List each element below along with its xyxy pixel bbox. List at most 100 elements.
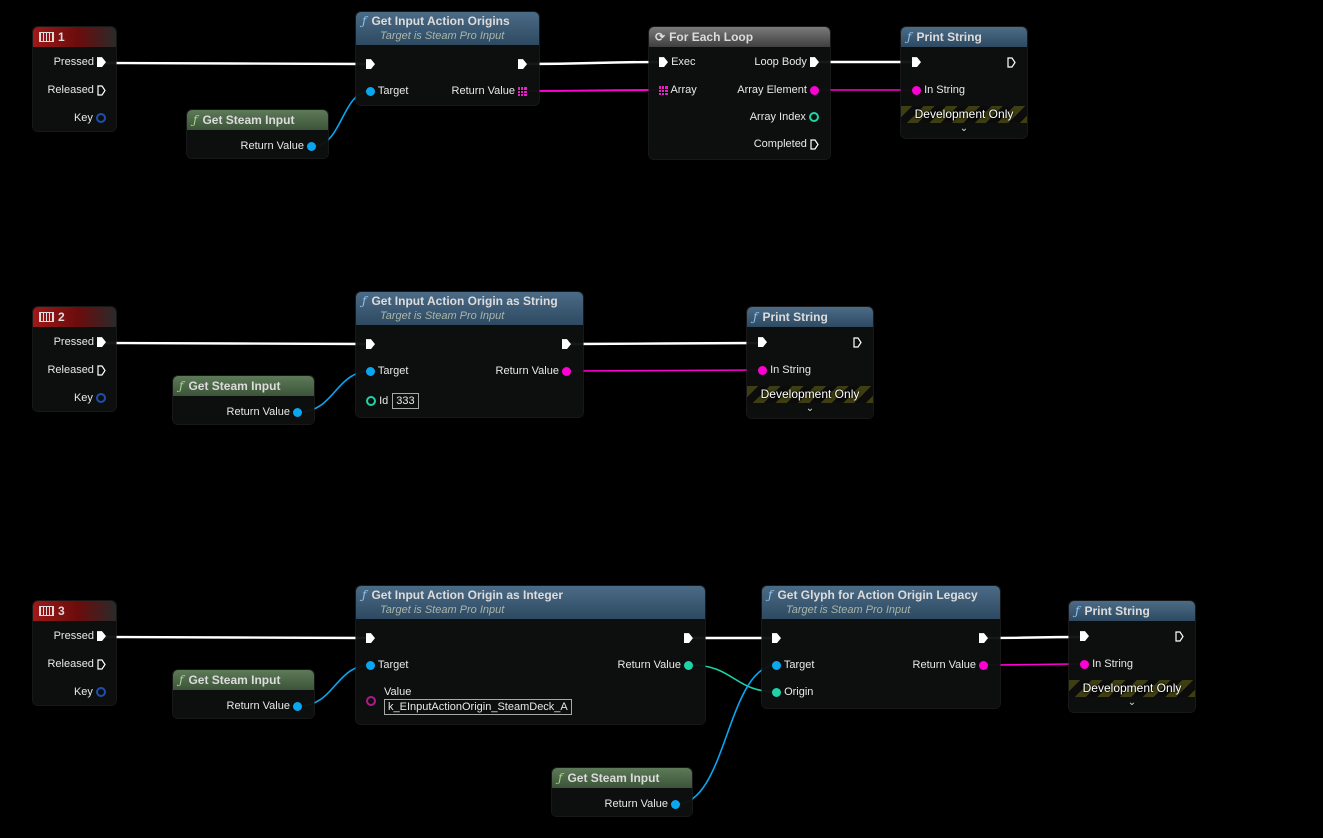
pin-return-value[interactable]: Return Value (496, 364, 571, 378)
exec-pin-empty-icon[interactable] (97, 658, 106, 670)
exec-pin-icon[interactable] (562, 339, 571, 350)
struct-pin-icon[interactable] (96, 113, 106, 124)
object-pin-icon[interactable] (293, 407, 302, 417)
pin-in-string[interactable]: In String (1080, 657, 1133, 671)
exec-pin-icon[interactable] (912, 57, 921, 68)
node-header[interactable]: ⟳For Each Loop (649, 27, 830, 47)
exec-pin-icon[interactable] (97, 631, 106, 642)
pin-exec-in[interactable] (772, 631, 781, 645)
exec-wire[interactable] (103, 341, 367, 346)
pin-exec-out[interactable] (853, 335, 862, 349)
pin-exec-out[interactable] (684, 631, 693, 645)
enum-value-select[interactable]: k_EInputActionOrigin_SteamDeck_A (384, 699, 572, 715)
exec-pin-icon[interactable] (810, 57, 819, 68)
pin-target[interactable]: Target (366, 84, 408, 98)
struct-pin-icon[interactable] (96, 687, 106, 698)
object-pin-icon[interactable] (366, 660, 375, 670)
pin-exec-out[interactable] (979, 631, 988, 645)
pin-released[interactable]: Released (47, 83, 106, 97)
object-pin-icon[interactable] (671, 799, 680, 809)
string-pin-icon[interactable] (979, 660, 988, 670)
value-dropdown[interactable]: k_EInputActionOrigin_SteamDeck_A (384, 699, 572, 715)
pin-return-value[interactable]: Return Value (605, 797, 680, 811)
pin-origin[interactable]: Origin (772, 685, 813, 699)
exec-pin-icon[interactable] (979, 633, 988, 644)
pin-loop-body[interactable]: Loop Body (754, 55, 819, 69)
pin-target[interactable]: Target (366, 658, 408, 672)
pin-array-element[interactable]: Array Element (737, 83, 819, 97)
expand-chevron-icon[interactable]: ⌄ (959, 123, 969, 134)
exec-pin-icon[interactable] (1080, 631, 1089, 642)
object-pin-icon[interactable] (307, 141, 316, 151)
pin-exec-out[interactable] (1175, 629, 1184, 643)
pin-target[interactable]: Target (366, 364, 408, 378)
exec-pin-empty-icon[interactable] (853, 336, 862, 348)
pin-exec-in[interactable] (1080, 629, 1089, 643)
pin-exec-out[interactable] (1007, 55, 1016, 69)
pin-key[interactable]: Key (74, 111, 106, 125)
exec-pin-icon[interactable] (366, 633, 375, 644)
exec-wire[interactable] (986, 635, 1081, 640)
exec-pin-icon[interactable] (97, 57, 106, 68)
pin-in-string[interactable]: In String (758, 363, 811, 377)
pin-key[interactable]: Key (74, 391, 106, 405)
pin-exec-in[interactable] (366, 57, 375, 71)
pin-target[interactable]: Target (772, 658, 814, 672)
object-pin-icon[interactable] (366, 366, 375, 376)
pin-return-value[interactable]: Return Value (452, 84, 527, 98)
exec-pin-icon[interactable] (758, 337, 767, 348)
pin-exec-in[interactable] (366, 631, 375, 645)
string-pin-icon[interactable] (1080, 659, 1089, 669)
exec-pin-icon[interactable] (366, 339, 375, 350)
array-pin-icon[interactable] (518, 86, 527, 96)
object-pin-icon[interactable] (772, 660, 781, 670)
exec-pin-icon[interactable] (684, 633, 693, 644)
exec-pin-icon[interactable] (97, 337, 106, 348)
pin-key[interactable]: Key (74, 685, 106, 699)
pin-exec[interactable]: Exec (659, 55, 696, 69)
pin-exec-in[interactable] (758, 335, 767, 349)
pin-return-value[interactable]: Return Value (227, 405, 302, 419)
pin-return-value[interactable]: Return Value (241, 139, 316, 153)
exec-pin-empty-icon[interactable] (810, 138, 819, 150)
exec-pin-icon[interactable] (366, 59, 375, 70)
event-node-key-2[interactable]: 2 Pressed Released Key (33, 307, 116, 411)
array-pin-icon[interactable] (659, 85, 668, 95)
struct-pin-icon[interactable] (96, 393, 106, 404)
expand-chevron-icon[interactable]: ⌄ (805, 403, 815, 414)
exec-pin-empty-icon[interactable] (1007, 56, 1016, 68)
pin-pressed[interactable]: Pressed (54, 335, 106, 349)
string-pin-icon[interactable] (758, 365, 767, 375)
event-node-key-3[interactable]: 3 Pressed Released Key (33, 601, 116, 705)
pin-exec-in[interactable] (912, 55, 921, 69)
object-pin-icon[interactable] (366, 86, 375, 96)
string-pin-icon[interactable] (912, 85, 921, 95)
exec-pin-empty-icon[interactable] (97, 364, 106, 376)
exec-pin-empty-icon[interactable] (97, 84, 106, 96)
event-node-key-1[interactable]: 1 Pressed Released Key (33, 27, 116, 131)
integer-pin-icon[interactable] (809, 112, 819, 123)
pin-exec-in[interactable] (366, 337, 375, 351)
node-header[interactable]: 1 (33, 27, 116, 47)
node-header[interactable]: 2 (33, 307, 116, 327)
pin-value[interactable] (366, 694, 376, 708)
